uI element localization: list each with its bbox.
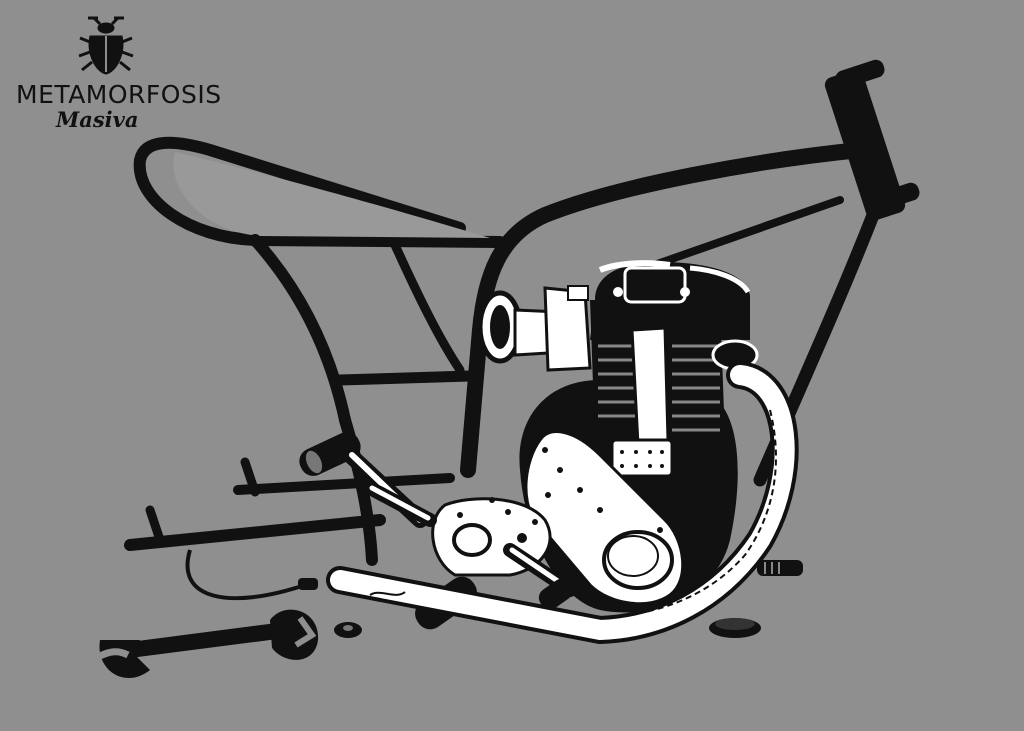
loose-parts	[90, 549, 803, 679]
beetle-icon	[78, 16, 134, 75]
brand-logo: METAMORFOSIS Masiva	[14, 14, 221, 134]
steering-head	[824, 59, 920, 221]
engine	[415, 260, 759, 630]
backbone-tube	[460, 142, 868, 478]
seat-panel	[173, 152, 491, 238]
seat-subframe	[133, 136, 506, 248]
exhaust-pipe	[326, 361, 799, 645]
rear-bar	[124, 514, 386, 551]
pushrod-tube	[630, 326, 670, 447]
cable	[185, 549, 306, 601]
brand-title: METAMORFOSIS	[16, 80, 222, 109]
carburettor	[477, 285, 592, 372]
wrench	[90, 609, 319, 679]
brand-subtitle: Masiva	[56, 107, 139, 132]
